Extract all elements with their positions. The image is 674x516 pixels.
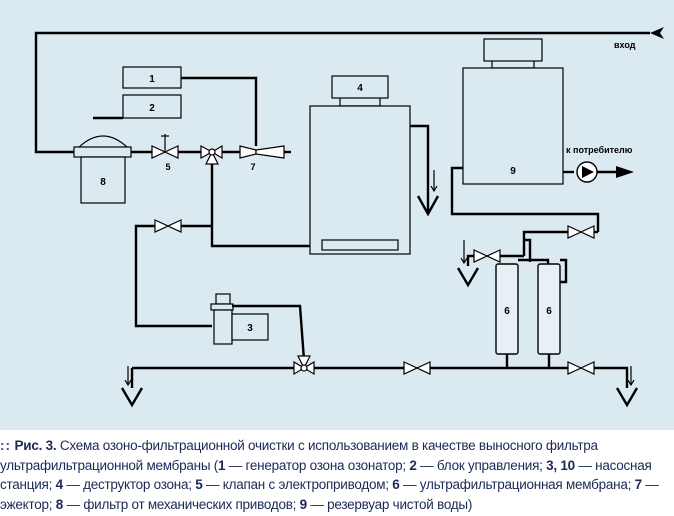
ozone-generator-1: 1 <box>122 66 182 89</box>
pipe-membrane-top <box>518 258 550 264</box>
electric-valve-5: 5 <box>151 134 179 172</box>
diagram-canvas: вход 1 2 8 5 7 <box>34 27 664 408</box>
valve-bottom-right <box>567 361 595 375</box>
label-5: 5 <box>165 162 170 172</box>
legend-item-number: 8 <box>55 496 64 512</box>
legend-item: 9 — резервуар чистой воды) <box>300 497 473 512</box>
legend-item-text: — блок управления; <box>416 457 547 473</box>
legend-item: 6 — ультрафильтрационная мембрана; <box>392 477 634 492</box>
caption-title: Схема озоно-фильтрационной очистки с исп… <box>0 438 598 473</box>
caption-legend: 1 — генератор озона озонатор; 2 — блок у… <box>0 458 659 512</box>
legend-item: 5 — клапан с электроприводом; <box>195 477 392 492</box>
drain-left-icon <box>120 366 144 408</box>
legend-item-text: — насосная станция; <box>0 457 652 493</box>
pipe-pump-bottom <box>232 304 306 361</box>
legend-item: 7 — эжектор; <box>0 477 659 512</box>
mechanical-filter-8: 8 <box>73 135 132 204</box>
legend-item-number: 2 <box>409 457 417 473</box>
legend-item-text: — ультрафильтрационная мембрана; <box>399 477 635 492</box>
consumer-arrow-icon <box>616 166 634 178</box>
pipe-bottom-far-right <box>594 366 629 388</box>
inlet-pipe <box>34 27 664 154</box>
consumer-pump-icon <box>576 161 598 183</box>
drain-right-icon <box>615 366 639 408</box>
inlet-arrow-icon <box>650 27 664 39</box>
uf-membrane-6-right: 6 <box>537 263 561 355</box>
legend-item: 4 — деструктор озона; <box>56 477 196 492</box>
legend-item-text: — деструктор озона; <box>62 477 196 492</box>
three-way-valve-bottom <box>293 355 315 376</box>
label-3: 3 <box>247 323 253 334</box>
legend-item-text: — эжектор; <box>0 477 659 512</box>
legend-item-text: — генератор озона озонатор; <box>225 457 410 473</box>
legend-item-number: 9 <box>299 496 308 512</box>
drain-tank4-icon <box>416 170 440 217</box>
inlet-label: вход <box>614 40 636 50</box>
legend-item: 2 — блок управления; <box>409 458 546 473</box>
pipe-tee-tank4 <box>210 164 322 248</box>
label-4: 4 <box>357 83 363 94</box>
pump-station-3: 3 <box>210 293 269 345</box>
legend-item-text: — резервуар чистой воды) <box>306 496 473 512</box>
label-6-right: 6 <box>546 306 552 317</box>
legend-item-number: 6 <box>392 477 400 492</box>
valve-left <box>154 219 182 233</box>
legend-item-text: — фильтр от механических приводов; <box>63 496 300 512</box>
legend-item: 8 — фильтр от механических приводов; <box>56 497 300 512</box>
pipe-left-loop <box>134 224 212 328</box>
uf-membrane-6-left: 6 <box>495 263 519 355</box>
legend-item: 1 — генератор озона озонатор; <box>218 458 409 473</box>
three-way-valve-top <box>200 144 223 165</box>
legend-item-number: 7 <box>634 477 643 492</box>
valve-membrane-left <box>473 249 501 263</box>
legend-item-number: 1 <box>218 457 226 473</box>
label-1: 1 <box>149 74 155 85</box>
control-unit-2: 2 <box>122 94 182 119</box>
label-9: 9 <box>510 166 516 177</box>
process-diagram: вход 1 2 8 5 7 <box>0 0 674 430</box>
ozone-line <box>181 76 258 146</box>
drain-membrane-icon <box>456 240 480 288</box>
pipe-tank9-loop <box>450 166 600 232</box>
label-6-left: 6 <box>504 306 510 317</box>
label-8: 8 <box>100 177 106 188</box>
ozone-destructor-4: 4 <box>309 75 411 255</box>
legend-item: 3, 10 — насосная станция; <box>0 458 652 493</box>
label-7: 7 <box>250 162 255 172</box>
legend-item-number: 5 <box>195 477 203 492</box>
pipe-valve-membranes <box>522 230 568 256</box>
pipe-drain-membrane <box>466 254 474 266</box>
ejector-7: 7 <box>239 145 285 172</box>
valve-bottom-mid <box>403 361 431 375</box>
legend-item-text: — клапан с электроприводом; <box>202 477 393 492</box>
legend-item-number: 3, 10 <box>546 457 575 473</box>
figure-caption: :: Рис. 3. Схема озоно-фильтрационной оч… <box>0 438 659 512</box>
caption-figure-label: Рис. 3. <box>14 438 57 453</box>
legend-item-number: 4 <box>55 477 64 492</box>
clean-water-tank-9: 9 <box>462 38 564 185</box>
consumer-label: к потребителю <box>566 145 633 155</box>
pipe-membrane-right <box>560 258 568 284</box>
pipe-membrane-cross <box>524 238 532 262</box>
label-2: 2 <box>149 103 155 114</box>
valve-top-right <box>567 225 595 239</box>
pipe-tank4-drain <box>410 124 430 214</box>
caption-bullet: :: <box>0 438 11 453</box>
